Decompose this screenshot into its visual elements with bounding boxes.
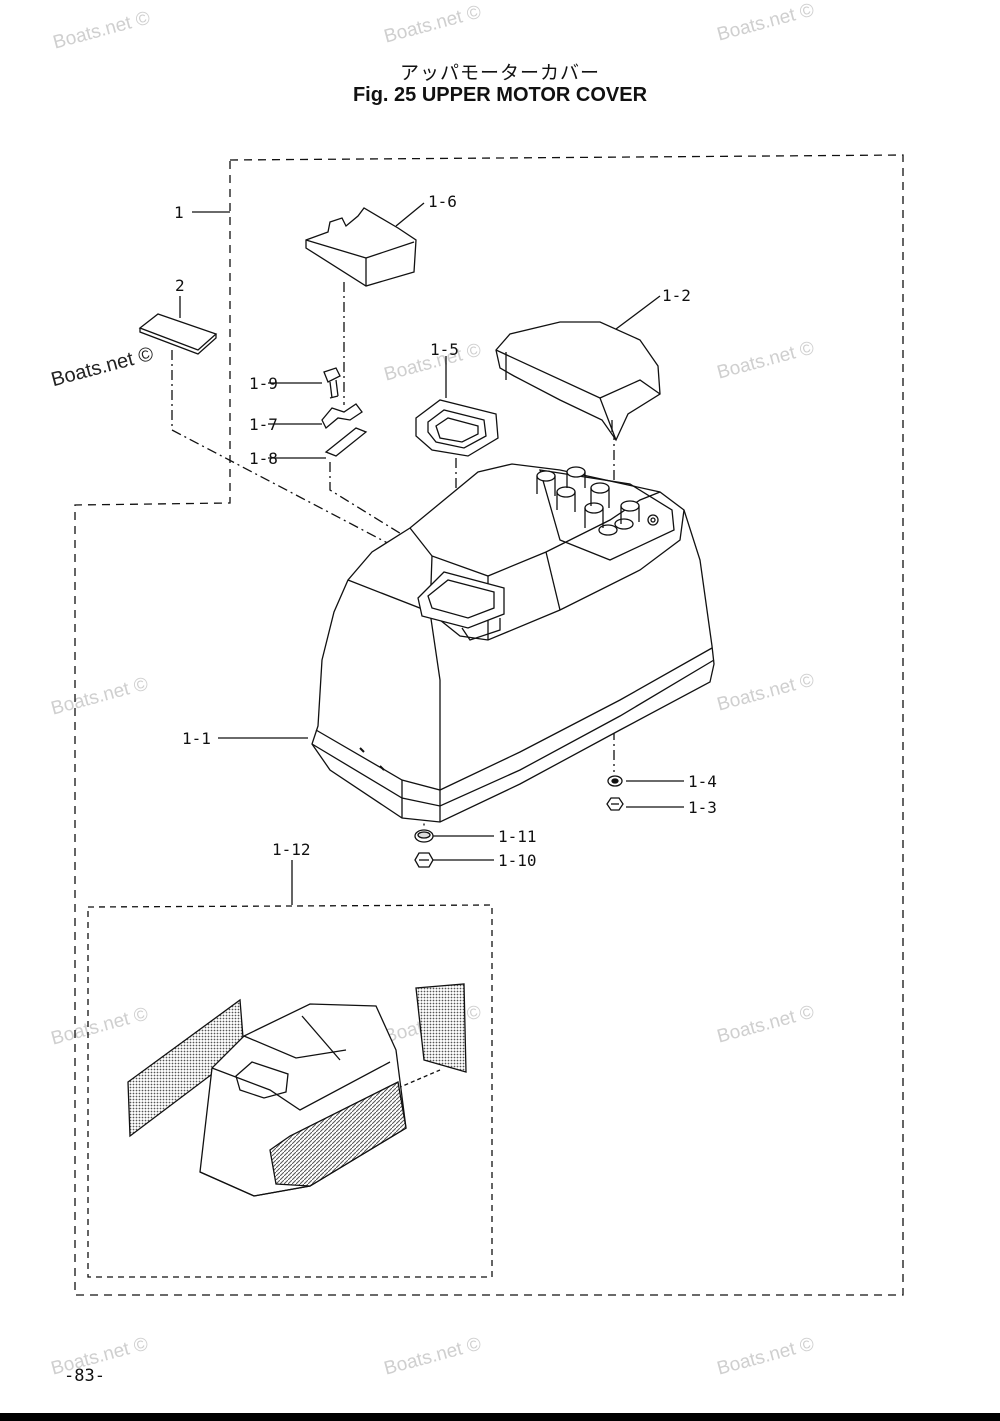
callout-1-11: 1-11: [498, 827, 537, 846]
callout-1: 1: [174, 203, 184, 222]
assembly-boundary: [74, 154, 904, 1296]
callout-1-1: 1-1: [182, 729, 211, 748]
callout-1-12: 1-12: [272, 840, 311, 859]
callout-1-8: 1-8: [249, 449, 278, 468]
figure-title: Fig. 25 UPPER MOTOR COVER: [352, 84, 648, 106]
callout-2: 2: [175, 276, 185, 295]
figure-title-japanese: アッパモーターカバー: [399, 62, 600, 84]
callout-1-10: 1-10: [498, 851, 537, 870]
callout-1-7: 1-7: [249, 415, 278, 434]
page-number: -83-: [64, 1366, 105, 1386]
callout-1-6: 1-6: [428, 192, 457, 211]
callout-1-5: 1-5: [430, 340, 459, 359]
callout-1-3: 1-3: [688, 798, 717, 817]
rear-hood: [495, 321, 661, 442]
screw: [323, 367, 341, 399]
callout-1-9: 1-9: [249, 374, 278, 393]
label-decal: [138, 313, 218, 351]
decal-set: [127, 983, 467, 1197]
callout-1-2: 1-2: [662, 286, 691, 305]
decal-set-boundary: [87, 904, 493, 1278]
latch-bracket: [321, 403, 363, 430]
bottom-border: [0, 1413, 1000, 1421]
upper-motor-cover: [311, 463, 715, 823]
grommet: [415, 399, 499, 457]
callout-1-4: 1-4: [688, 772, 717, 791]
small-cover-plate: [305, 207, 417, 287]
latch-plate: [324, 427, 368, 457]
